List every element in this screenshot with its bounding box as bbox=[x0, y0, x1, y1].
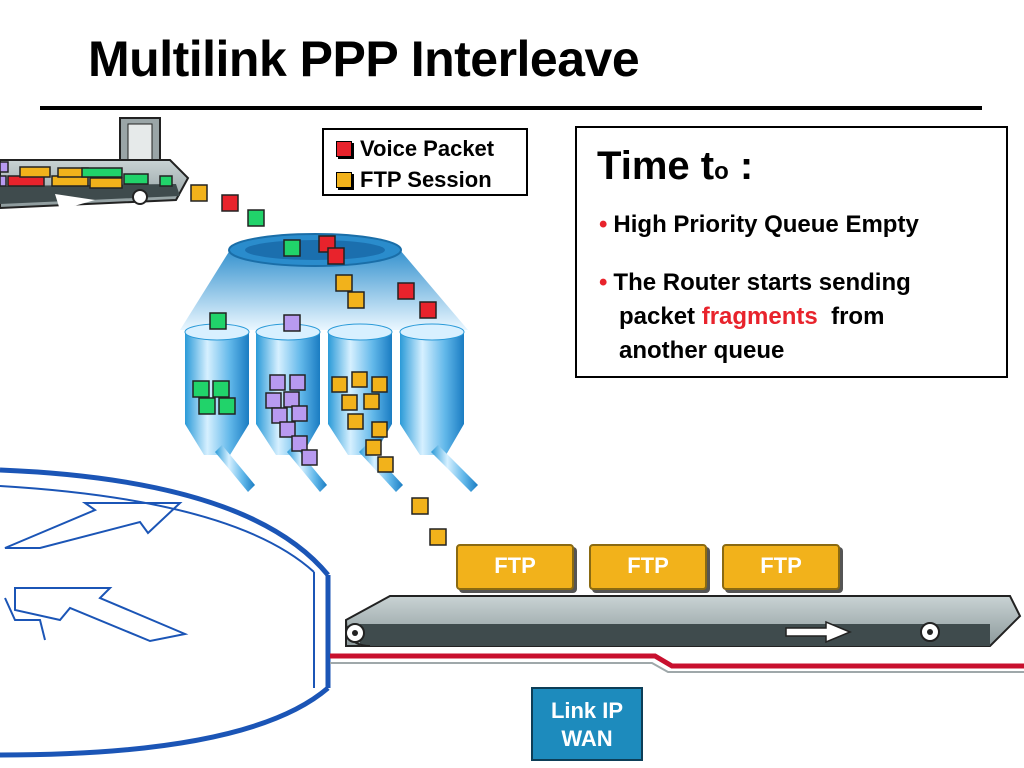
bullet-2-line3: another queue bbox=[619, 337, 785, 364]
bullet-2-highlight: fragments bbox=[701, 303, 818, 330]
bullet-2-line2-suffix: from bbox=[817, 303, 885, 330]
voice-swatch-icon bbox=[336, 141, 352, 157]
router-arrows bbox=[4, 502, 189, 643]
bullet-dot-icon: • bbox=[599, 211, 608, 238]
queue-cylinders bbox=[184, 323, 478, 492]
page-title: Multilink PPP Interleave bbox=[88, 31, 640, 87]
queue-funnel bbox=[180, 233, 468, 330]
input-conveyor bbox=[0, 117, 190, 210]
legend-ftp-label: FTP Session bbox=[360, 167, 492, 192]
title-divider bbox=[40, 106, 982, 110]
wan-link-line bbox=[330, 653, 1024, 669]
ftp-fragment-1: FTP bbox=[456, 544, 574, 590]
bullet-1-text: High Priority Queue Empty bbox=[613, 211, 919, 238]
link-ip-wan-box: Link IP WAN bbox=[531, 687, 643, 761]
ftp-swatch-icon bbox=[336, 172, 352, 188]
router-wireframe bbox=[0, 467, 331, 758]
bullet-dot-icon: • bbox=[599, 269, 608, 296]
ftp-fragment-3: FTP bbox=[722, 544, 840, 590]
legend-voice-label: Voice Packet bbox=[360, 136, 495, 161]
info-box: Time to : •High Priority Queue Empty •Th… bbox=[575, 126, 1008, 378]
legend-ftp: FTP Session bbox=[336, 167, 492, 193]
output-conveyor bbox=[345, 595, 1022, 647]
ftp-fragment-2: FTP bbox=[589, 544, 707, 590]
legend-voice: Voice Packet bbox=[336, 136, 494, 162]
info-title-main: Time t bbox=[597, 144, 715, 188]
input-conveyor-packets bbox=[0, 161, 173, 189]
wan-line2: WAN bbox=[561, 726, 613, 751]
wan-line1: Link IP bbox=[550, 698, 624, 723]
packet-cubes bbox=[190, 184, 447, 546]
bullet-2: •The Router starts sending packet fragme… bbox=[599, 266, 911, 368]
bullet-1: •High Priority Queue Empty bbox=[599, 208, 919, 242]
info-title: Time to : bbox=[597, 144, 753, 189]
info-title-sub: o bbox=[714, 158, 729, 185]
bullet-2-line2-prefix: packet bbox=[619, 303, 702, 330]
info-title-suffix: : bbox=[728, 144, 754, 188]
bullet-2-line1: The Router starts sending bbox=[613, 269, 911, 296]
legend: Voice Packet FTP Session bbox=[322, 128, 528, 196]
